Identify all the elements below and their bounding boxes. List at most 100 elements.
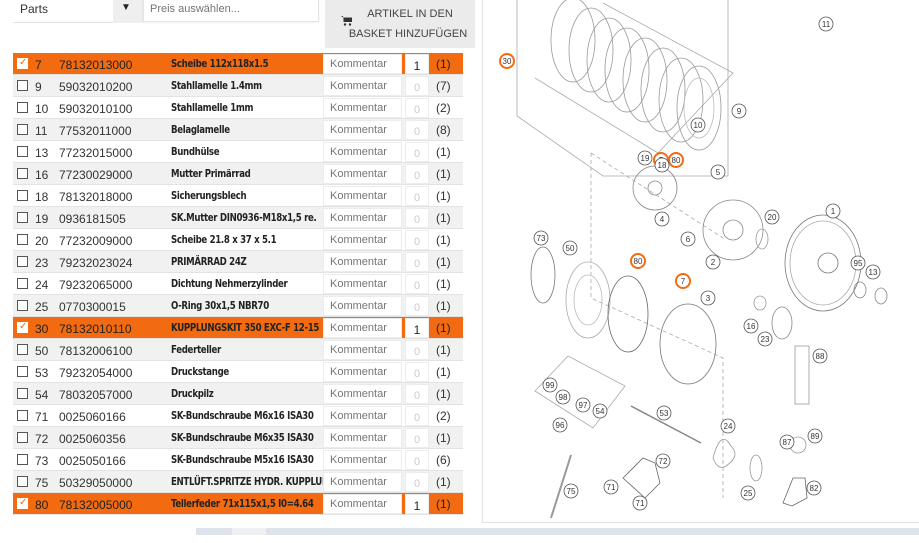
row-checkbox[interactable]	[17, 234, 28, 245]
row-checkbox[interactable]	[17, 454, 28, 465]
row-checkbox[interactable]: ✓	[17, 321, 28, 333]
callout-label[interactable]: 88	[816, 352, 825, 361]
callout-label[interactable]: 87	[783, 438, 792, 447]
scrollbar-track[interactable]	[196, 528, 919, 535]
callout-circle[interactable]	[630, 253, 646, 269]
callout-circle[interactable]	[700, 290, 716, 306]
row-checkbox[interactable]	[17, 388, 28, 399]
callout-circle[interactable]	[731, 103, 747, 119]
row-comment-input[interactable]	[323, 120, 402, 140]
row-checkbox[interactable]	[17, 190, 28, 201]
callout-label[interactable]: 4	[660, 215, 665, 224]
row-comment-input[interactable]	[323, 318, 402, 338]
callout-circle[interactable]	[668, 152, 684, 168]
callout-circle[interactable]	[710, 164, 726, 180]
callout-label[interactable]: 6	[686, 235, 691, 244]
row-comment-input[interactable]	[323, 54, 402, 74]
callout-label[interactable]: 50	[566, 244, 575, 253]
callout-label[interactable]: 80	[672, 156, 681, 165]
callout-label[interactable]: 95	[854, 259, 863, 268]
callout-label[interactable]: 19	[641, 154, 650, 163]
row-checkbox[interactable]	[17, 432, 28, 443]
scrollbar-thumb[interactable]	[232, 528, 266, 535]
callout-circle[interactable]	[865, 264, 881, 280]
row-comment-input[interactable]	[323, 428, 402, 448]
row-checkbox[interactable]	[17, 256, 28, 267]
callout-circle[interactable]	[533, 230, 549, 246]
row-quantity-input[interactable]	[405, 186, 429, 206]
row-comment-input[interactable]	[323, 472, 402, 492]
row-checkbox[interactable]	[17, 168, 28, 179]
row-comment-input[interactable]	[323, 406, 402, 426]
callout-label[interactable]: 89	[811, 432, 820, 441]
callout-label[interactable]: 96	[556, 421, 565, 430]
callout-circle[interactable]	[818, 16, 834, 32]
row-comment-input[interactable]	[323, 208, 402, 228]
row-checkbox[interactable]	[17, 410, 28, 421]
callout-label[interactable]: 80	[634, 257, 643, 266]
row-checkbox[interactable]	[17, 146, 28, 157]
callout-label[interactable]: 13	[869, 268, 878, 277]
callout-label[interactable]: 18	[658, 161, 667, 170]
row-comment-input[interactable]	[323, 450, 402, 470]
callout-label[interactable]: 11	[822, 20, 831, 29]
add-to-basket-button[interactable]: ARTIKEL IN DEN BASKET HINZUFÜGEN	[325, 0, 475, 48]
row-comment-input[interactable]	[323, 296, 402, 316]
row-quantity-input[interactable]	[405, 230, 429, 250]
row-comment-input[interactable]	[323, 186, 402, 206]
callout-circle[interactable]	[720, 418, 736, 434]
callout-circle[interactable]	[563, 483, 579, 499]
callout-circle[interactable]	[740, 485, 756, 501]
callout-label[interactable]: 99	[546, 381, 555, 390]
callout-circle[interactable]	[812, 348, 828, 364]
horizontal-scrollbar[interactable]	[0, 528, 919, 543]
callout-circle[interactable]	[542, 377, 558, 393]
callout-label[interactable]: 53	[660, 409, 669, 418]
row-quantity-input[interactable]	[405, 428, 429, 448]
row-checkbox[interactable]: ✓	[17, 497, 28, 509]
row-quantity-input[interactable]	[405, 252, 429, 272]
row-checkbox[interactable]	[17, 102, 28, 113]
row-quantity-input[interactable]	[405, 98, 429, 118]
callout-circle[interactable]	[850, 255, 866, 271]
row-checkbox[interactable]	[17, 212, 28, 223]
callout-circle[interactable]	[555, 389, 571, 405]
row-comment-input[interactable]	[323, 230, 402, 250]
callout-label[interactable]: 72	[659, 457, 668, 466]
callout-circle[interactable]	[654, 211, 670, 227]
row-quantity-input[interactable]	[405, 296, 429, 316]
callout-label[interactable]: 24	[724, 422, 733, 431]
row-checkbox[interactable]	[17, 476, 28, 487]
row-checkbox[interactable]	[17, 124, 28, 135]
row-comment-input[interactable]	[323, 384, 402, 404]
callout-label[interactable]: 75	[567, 487, 576, 496]
category-select-toggle[interactable]: ▼	[113, 0, 143, 23]
callout-circle[interactable]	[562, 240, 578, 256]
row-comment-input[interactable]	[323, 340, 402, 360]
row-checkbox[interactable]	[17, 366, 28, 377]
row-quantity-input[interactable]	[405, 340, 429, 360]
row-quantity-input[interactable]	[405, 208, 429, 228]
row-checkbox[interactable]	[17, 278, 28, 289]
callout-circle[interactable]	[552, 417, 568, 433]
callout-label[interactable]: 7	[681, 277, 686, 286]
row-quantity-input[interactable]	[405, 318, 429, 338]
row-quantity-input[interactable]	[405, 494, 429, 514]
callout-circle[interactable]	[690, 117, 706, 133]
callout-label[interactable]: 54	[596, 407, 605, 416]
row-checkbox[interactable]	[17, 80, 28, 91]
row-quantity-input[interactable]	[405, 142, 429, 162]
callout-label[interactable]: 71	[607, 483, 616, 492]
